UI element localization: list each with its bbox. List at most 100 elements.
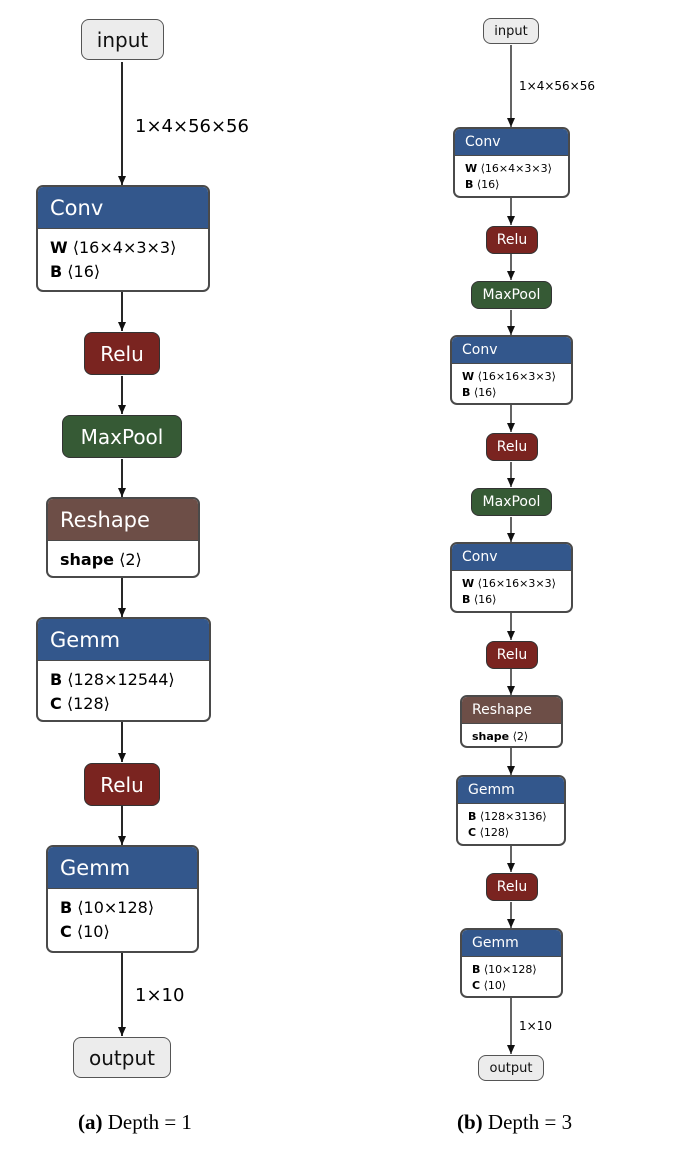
a-reshape-node[interactable]: Reshape shape ⟨2⟩: [46, 497, 200, 578]
a-gemm2-c-key: C: [60, 922, 72, 941]
b-gemm1-attrs: B ⟨128×3136⟩ C ⟨128⟩: [458, 804, 564, 844]
b-conv1-b-row: B ⟨16⟩: [465, 177, 558, 193]
a-conv-b-val: ⟨16⟩: [67, 262, 101, 281]
caption-a-label: (a): [78, 1110, 103, 1134]
b-conv2-title: Conv: [452, 337, 571, 364]
a-output-node[interactable]: output: [73, 1037, 171, 1078]
b-conv1-b-val: ⟨16⟩: [476, 178, 500, 191]
b-reshape-shape-row: shape ⟨2⟩: [472, 729, 551, 745]
b-conv1-b-key: B: [465, 178, 474, 191]
a-gemm2-title: Gemm: [48, 847, 197, 889]
a-conv-b-row: B ⟨16⟩: [50, 260, 196, 284]
a-gemm1-c-key: C: [50, 694, 62, 713]
a-relu2-node[interactable]: Relu: [84, 763, 160, 806]
caption-b: (b) Depth = 3: [457, 1110, 572, 1135]
a-conv-w-val: ⟨16×4×3×3⟩: [72, 238, 177, 257]
a-relu1-node[interactable]: Relu: [84, 332, 160, 375]
a-conv-w-key: W: [50, 238, 68, 257]
b-gemm1-c-row: C ⟨128⟩: [468, 825, 554, 841]
a-output-shape-label: 1×10: [135, 985, 185, 1006]
b-gemm2-c-key: C: [472, 979, 481, 992]
b-gemm2-c-row: C ⟨10⟩: [472, 978, 551, 994]
a-gemm1-attrs: B ⟨128×12544⟩ C ⟨128⟩: [38, 661, 209, 720]
b-conv1-title: Conv: [455, 129, 568, 156]
b-gemm2-c-val: ⟨10⟩: [483, 979, 507, 992]
b-conv1-node[interactable]: Conv W ⟨16×4×3×3⟩ B ⟨16⟩: [453, 127, 570, 198]
b-gemm2-node[interactable]: Gemm B ⟨10×128⟩ C ⟨10⟩: [460, 928, 563, 998]
b-conv1-attrs: W ⟨16×4×3×3⟩ B ⟨16⟩: [455, 156, 568, 196]
a-gemm1-title: Gemm: [38, 619, 209, 661]
a-gemm2-c-val: ⟨10⟩: [76, 922, 110, 941]
b-gemm1-title: Gemm: [458, 777, 564, 804]
b-conv3-b-val: ⟨16⟩: [473, 593, 497, 606]
caption-b-text: Depth = 3: [482, 1110, 573, 1134]
a-reshape-key: shape: [60, 550, 115, 569]
b-maxpool2-node[interactable]: MaxPool: [471, 488, 552, 516]
a-gemm1-c-val: ⟨128⟩: [66, 694, 110, 713]
b-reshape-val: ⟨2⟩: [512, 730, 529, 743]
a-gemm2-b-val: ⟨10×128⟩: [77, 898, 155, 917]
b-maxpool1-node[interactable]: MaxPool: [471, 281, 552, 309]
b-relu1-node[interactable]: Relu: [486, 226, 538, 254]
b-gemm1-c-key: C: [468, 826, 477, 839]
b-conv3-node[interactable]: Conv W ⟨16×16×3×3⟩ B ⟨16⟩: [450, 542, 573, 613]
b-conv2-w-row: W ⟨16×16×3×3⟩: [462, 369, 561, 385]
b-conv2-b-row: B ⟨16⟩: [462, 385, 561, 401]
b-output-node[interactable]: output: [478, 1055, 544, 1081]
a-gemm1-b-val: ⟨128×12544⟩: [67, 670, 175, 689]
b-input-shape-label: 1×4×56×56: [519, 79, 595, 93]
b-gemm2-b-key: B: [472, 963, 481, 976]
a-gemm2-c-row: C ⟨10⟩: [60, 920, 185, 944]
b-gemm2-title: Gemm: [462, 930, 561, 957]
b-conv2-attrs: W ⟨16×16×3×3⟩ B ⟨16⟩: [452, 364, 571, 403]
b-gemm1-b-row: B ⟨128×3136⟩: [468, 809, 554, 825]
b-conv1-w-row: W ⟨16×4×3×3⟩: [465, 161, 558, 177]
b-conv2-b-key: B: [462, 386, 471, 399]
b-conv2-w-val: ⟨16×16×3×3⟩: [477, 370, 556, 383]
a-reshape-title: Reshape: [48, 499, 198, 541]
b-gemm1-b-val: ⟨128×3136⟩: [479, 810, 547, 823]
a-conv-attrs: W ⟨16×4×3×3⟩ B ⟨16⟩: [38, 229, 208, 290]
caption-a-text: Depth = 1: [102, 1110, 192, 1134]
a-gemm2-b-row: B ⟨10×128⟩: [60, 896, 185, 920]
a-input-node[interactable]: input: [81, 19, 164, 60]
b-conv3-attrs: W ⟨16×16×3×3⟩ B ⟨16⟩: [452, 571, 571, 611]
caption-b-label: (b): [457, 1110, 483, 1134]
b-conv1-w-key: W: [465, 162, 478, 175]
a-conv-b-key: B: [50, 262, 63, 281]
b-conv2-b-val: ⟨16⟩: [473, 386, 497, 399]
b-conv3-w-val: ⟨16×16×3×3⟩: [477, 577, 556, 590]
b-relu4-node[interactable]: Relu: [486, 873, 538, 901]
b-gemm1-node[interactable]: Gemm B ⟨128×3136⟩ C ⟨128⟩: [456, 775, 566, 846]
b-gemm2-attrs: B ⟨10×128⟩ C ⟨10⟩: [462, 957, 561, 996]
b-gemm2-b-val: ⟨10×128⟩: [483, 963, 537, 976]
a-reshape-shape-row: shape ⟨2⟩: [60, 548, 186, 572]
a-reshape-val: ⟨2⟩: [119, 550, 142, 569]
a-gemm1-b-row: B ⟨128×12544⟩: [50, 668, 197, 692]
b-relu2-node[interactable]: Relu: [486, 433, 538, 461]
b-gemm1-b-key: B: [468, 810, 477, 823]
a-maxpool-node[interactable]: MaxPool: [62, 415, 182, 458]
b-relu3-node[interactable]: Relu: [486, 641, 538, 669]
b-reshape-title: Reshape: [462, 697, 561, 724]
a-conv-node[interactable]: Conv W ⟨16×4×3×3⟩ B ⟨16⟩: [36, 185, 210, 292]
b-reshape-key: shape: [472, 730, 510, 743]
b-reshape-node[interactable]: Reshape shape ⟨2⟩: [460, 695, 563, 748]
a-conv-title: Conv: [38, 187, 208, 229]
a-gemm1-b-key: B: [50, 670, 63, 689]
a-gemm1-c-row: C ⟨128⟩: [50, 692, 197, 716]
a-gemm1-node[interactable]: Gemm B ⟨128×12544⟩ C ⟨128⟩: [36, 617, 211, 722]
b-conv2-node[interactable]: Conv W ⟨16×16×3×3⟩ B ⟨16⟩: [450, 335, 573, 405]
b-reshape-attrs: shape ⟨2⟩: [462, 724, 561, 746]
a-gemm2-node[interactable]: Gemm B ⟨10×128⟩ C ⟨10⟩: [46, 845, 199, 953]
a-input-shape-label: 1×4×56×56: [135, 116, 249, 137]
b-gemm2-b-row: B ⟨10×128⟩: [472, 962, 551, 978]
a-conv-w-row: W ⟨16×4×3×3⟩: [50, 236, 196, 260]
b-conv3-w-row: W ⟨16×16×3×3⟩: [462, 576, 561, 592]
b-input-node[interactable]: input: [483, 18, 539, 44]
b-conv3-b-key: B: [462, 593, 471, 606]
b-conv3-title: Conv: [452, 544, 571, 571]
caption-a: (a) Depth = 1: [78, 1110, 192, 1135]
